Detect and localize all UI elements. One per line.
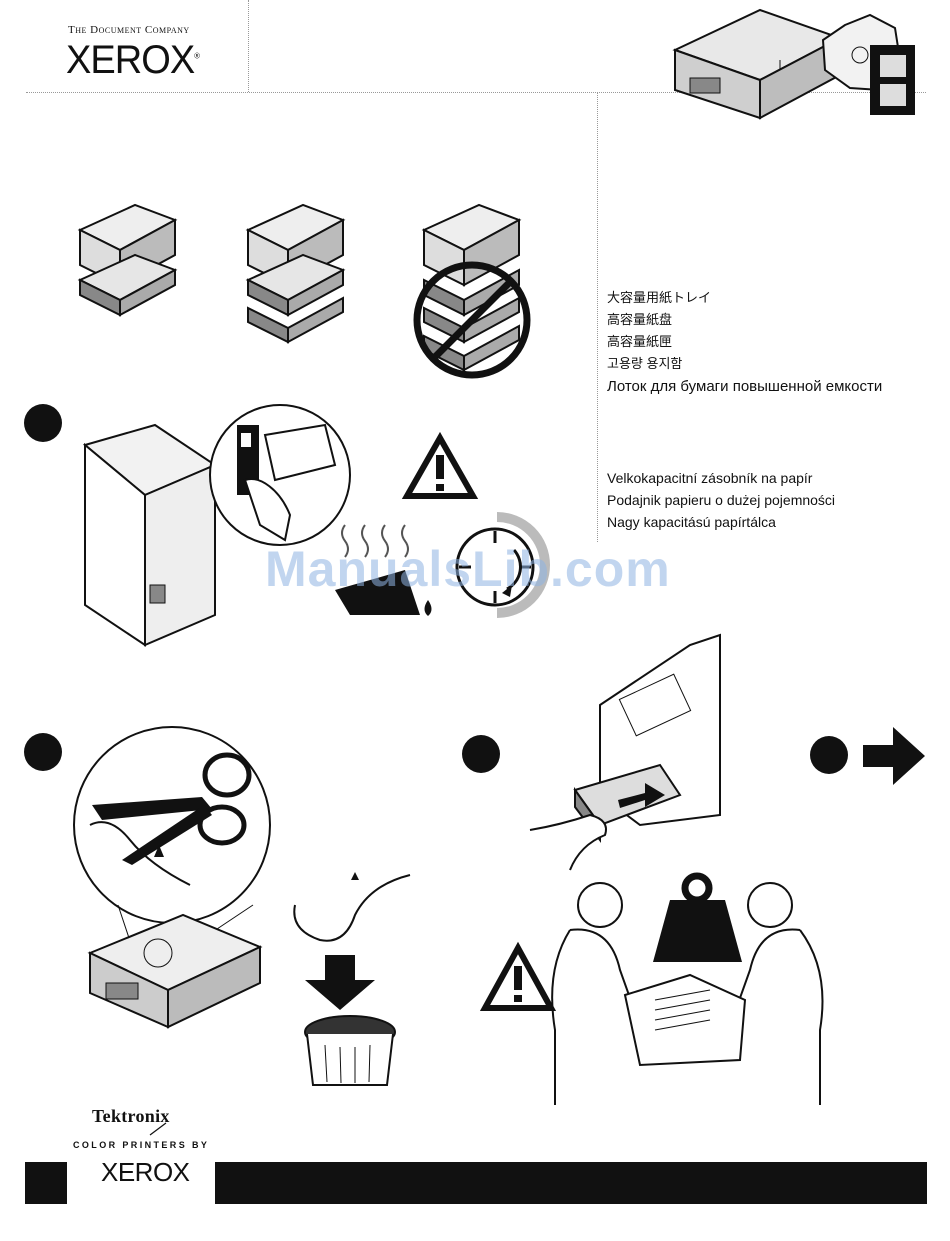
xerox-logo: XEROX®: [66, 38, 199, 83]
cut-tie-scissors-illustration: [72, 725, 272, 925]
discarded-tie-illustration: [285, 870, 415, 945]
brand-name: XEROX: [66, 38, 194, 82]
printer-two-trays-icon: [243, 190, 353, 345]
trash-can-icon: [295, 950, 405, 1090]
tray-media-illustration: [665, 0, 925, 125]
next-arrow-icon: [863, 727, 925, 785]
product-name-czech: Velkokapacitní zásobník na papír: [607, 467, 812, 489]
footer-black-square: [25, 1162, 67, 1204]
remove-tray-from-printer-illustration: [530, 625, 720, 875]
registered-mark: ®: [194, 52, 199, 61]
footer-black-bar: [215, 1162, 927, 1204]
step-1-marker: [24, 404, 62, 442]
step-4-marker: [810, 736, 848, 774]
color-printers-by-label: COLOR PRINTERS BY: [73, 1140, 209, 1150]
tektronix-slash-mark: [148, 1122, 168, 1136]
product-name-polish: Podajnik papieru o dużej pojemności: [607, 489, 835, 511]
product-name-hungarian: Nagy kapacitású papírtálca: [607, 511, 776, 533]
company-tagline: The Document Company: [68, 24, 190, 36]
header-divider: [248, 0, 249, 92]
step-3-marker: [462, 735, 500, 773]
product-name-japanese: 大容量用紙トレイ: [607, 287, 711, 309]
footer-xerox-logo: XEROX: [101, 1157, 190, 1188]
two-person-lift-illustration: [530, 875, 850, 1105]
product-name-russian: Лоток для бумаги повышенной емкости: [607, 376, 882, 398]
product-name-chinese-traditional: 高容量紙匣: [607, 331, 672, 353]
product-name-korean: 고용량 용지함: [607, 353, 682, 375]
warning-triangle-icon: [404, 435, 476, 499]
column-divider: [597, 92, 598, 542]
printer-three-trays-prohibited-icon: [412, 190, 537, 385]
printer-power-switch-illustration: [85, 405, 360, 645]
manualslib-watermark: ManualsLib.com: [265, 540, 671, 598]
product-name-chinese-simplified: 高容量紙盘: [607, 309, 672, 331]
printer-one-tray-icon: [75, 190, 185, 320]
step-2-marker: [24, 733, 62, 771]
tray-with-tie-illustration: [88, 905, 263, 1030]
